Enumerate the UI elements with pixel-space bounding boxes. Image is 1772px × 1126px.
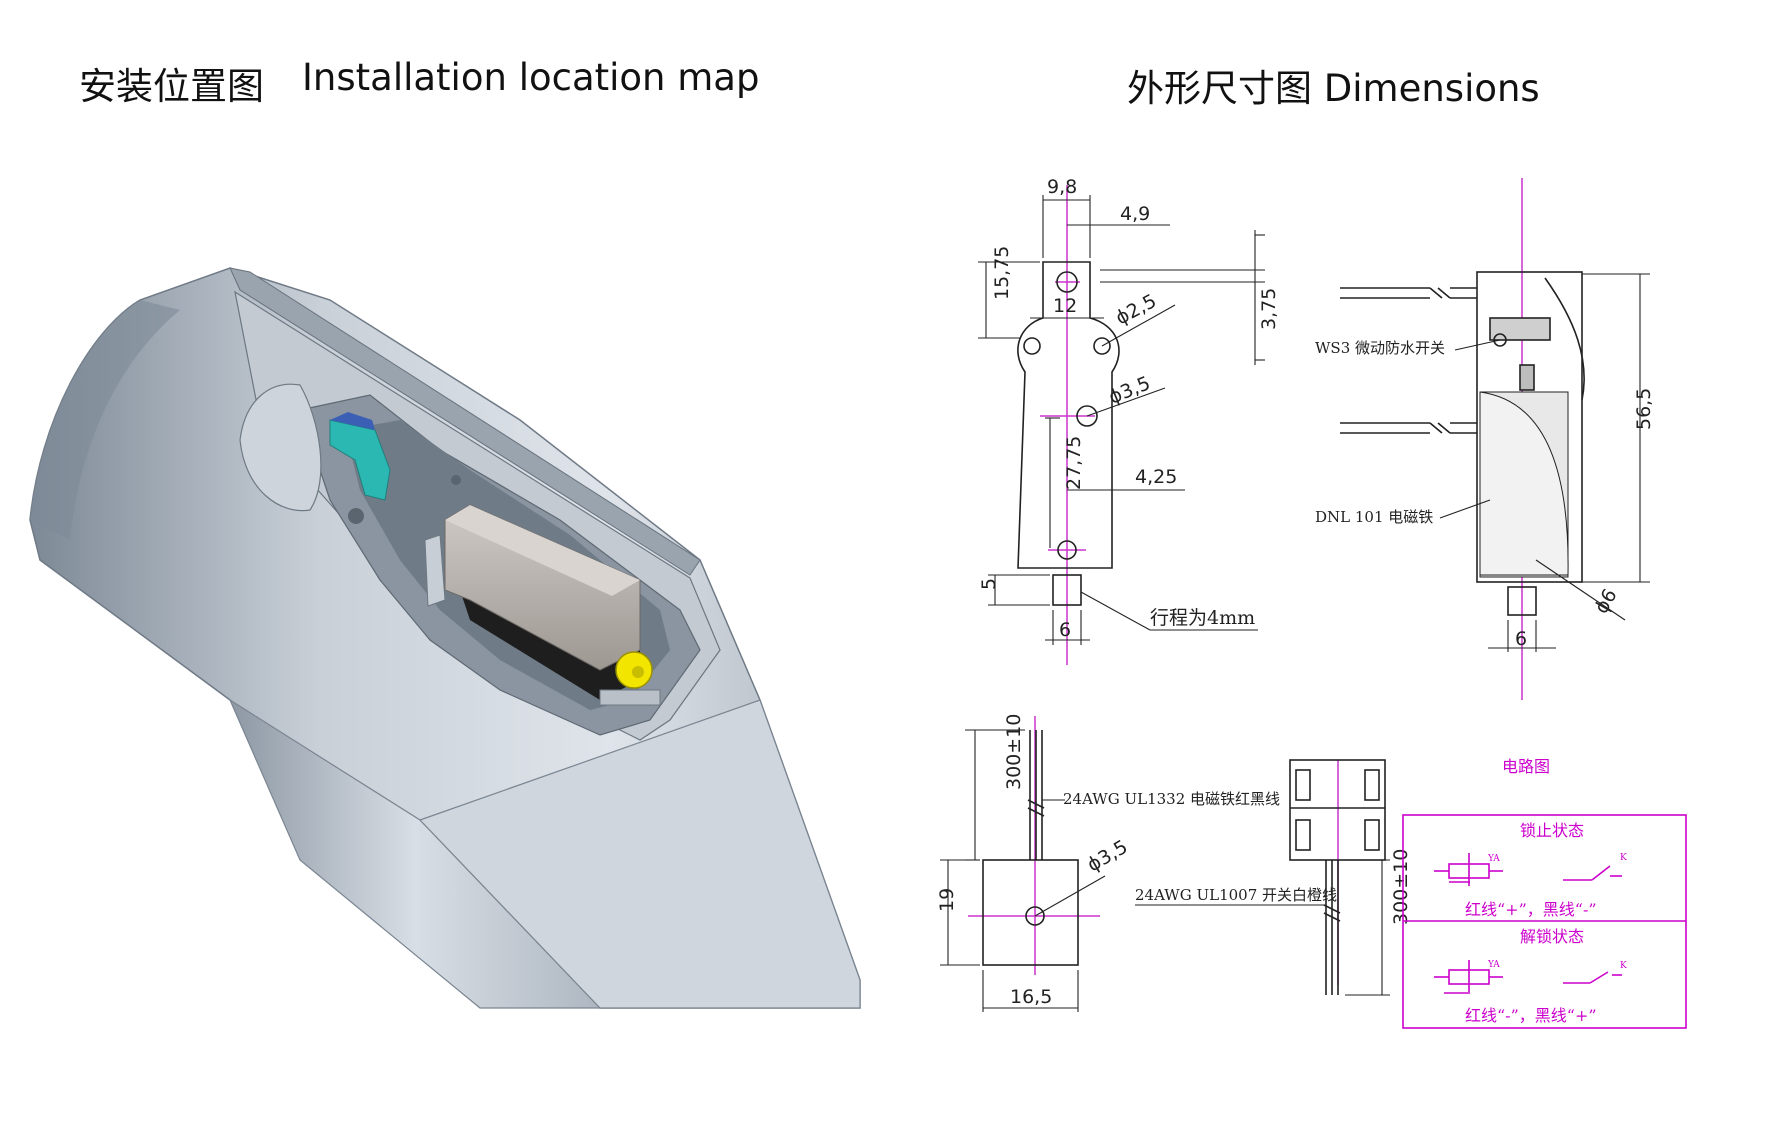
- locked-k: K: [1620, 853, 1627, 863]
- unlocked-ya: YA: [1487, 960, 1500, 970]
- magnet-block: [982, 859, 1079, 966]
- install-title-cn: 安装位置图: [79, 65, 264, 108]
- centerlines: [968, 178, 1523, 985]
- switch-label: WS3 微动防水开关: [1315, 339, 1445, 357]
- dim-15-75: 15,75: [991, 246, 1013, 300]
- unlocked-title: 解锁状态: [1520, 927, 1584, 946]
- dim-phi-2-5: ϕ2,5: [1112, 290, 1160, 329]
- dim-3-75: 3,75: [1258, 288, 1280, 330]
- hinge-ear: [239, 383, 322, 512]
- dim-4-9: 4,9: [1120, 203, 1150, 225]
- dimensions-title: 外形尺寸图 Dimensions: [1127, 67, 1540, 110]
- dim-12: 12: [1053, 295, 1077, 317]
- actuator-lever: [329, 419, 391, 501]
- side-plunger: [1507, 586, 1537, 616]
- dim-6-front: 6: [1059, 619, 1071, 641]
- stroke-label: 行程为4mm: [1150, 607, 1255, 629]
- circuit-box: [1402, 814, 1687, 1029]
- dim-16-5: 16,5: [1010, 986, 1052, 1008]
- bottom-left-view: [982, 730, 1079, 966]
- side-dimension-lines: [1439, 273, 1650, 652]
- front-bracket-outline: [1017, 261, 1120, 569]
- install-title-en: Installation location map: [302, 56, 760, 99]
- side-body: [1476, 271, 1583, 583]
- dim-phi-6: ϕ6: [1590, 585, 1621, 617]
- bottom-left-dimension-lines: [940, 729, 1106, 1012]
- front-dimension-lines: [978, 195, 1265, 645]
- bottom-mid-dimension-lines: [1135, 859, 1390, 996]
- dim-27-75: 27,75: [1063, 436, 1085, 490]
- unlocked-note: 红线“-”，黑线“+”: [1465, 1006, 1597, 1025]
- front-view: [1017, 261, 1120, 606]
- magnet-wire-label: 24AWG UL1332 电磁铁红黑线: [1063, 790, 1280, 808]
- bottom-mid-view: [1289, 759, 1386, 995]
- front-bottom-hole: [1057, 540, 1077, 560]
- front-top-hole: [1056, 271, 1078, 293]
- circuit-title: 电路图: [1502, 757, 1550, 776]
- dim-300-left: 300±10: [1003, 714, 1025, 790]
- dim-19: 19: [936, 888, 958, 912]
- front-plunger: [1052, 574, 1082, 606]
- housing-rim: [229, 267, 701, 576]
- switch-wire-label: 24AWG UL1007 开关白橙线: [1135, 886, 1337, 904]
- magnet-hole: [1025, 906, 1045, 926]
- dim-4-25: 4,25: [1135, 466, 1177, 488]
- dim-9-8: 9,8: [1047, 176, 1077, 198]
- locked-note: 红线“+”，黑线“-”: [1465, 900, 1597, 919]
- magnet-label: DNL 101 电磁铁: [1315, 508, 1433, 526]
- installation-render: [29, 267, 861, 1009]
- dim-phi-3-5-bottom: ϕ3,5: [1084, 836, 1132, 876]
- housing-leg: [228, 698, 602, 1009]
- switch-block: [1489, 317, 1551, 341]
- dim-phi-3-5: ϕ3,5: [1106, 372, 1154, 408]
- locked-ya: YA: [1487, 854, 1500, 864]
- locked-title: 锁止状态: [1520, 821, 1584, 840]
- dim-300-mid: 300±10: [1390, 849, 1412, 925]
- dim-56-5: 56,5: [1633, 388, 1655, 430]
- side-view: [1340, 271, 1585, 616]
- dim-5: 5: [978, 578, 1000, 590]
- dim-6-side: 6: [1515, 628, 1527, 650]
- unlocked-k: K: [1620, 961, 1627, 971]
- front-mid-hole: [1076, 405, 1098, 427]
